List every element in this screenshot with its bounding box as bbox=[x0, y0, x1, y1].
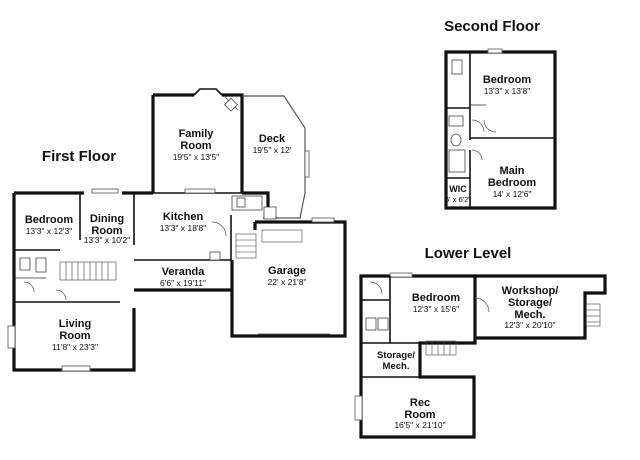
kitchen-door-swing bbox=[211, 221, 227, 237]
bath-door-swing bbox=[23, 281, 35, 293]
lower-shower bbox=[377, 317, 389, 331]
second-door-swing-1 bbox=[471, 119, 485, 133]
rec-room-label-line1: Rec bbox=[410, 397, 430, 409]
kitchen-window bbox=[184, 188, 216, 194]
garage-dimensions: 22' x 21'8" bbox=[268, 277, 307, 287]
veranda-dimensions: 6'6" x 19'11" bbox=[160, 278, 206, 288]
deck-dimensions: 19'5" x 12' bbox=[253, 145, 292, 155]
living-room-label-line2: Room bbox=[59, 330, 90, 342]
living-room-dimensions: 11'8" x 23'3" bbox=[52, 342, 98, 352]
storage-label-line2: Mech. bbox=[383, 361, 410, 372]
family-fireplace-box bbox=[224, 97, 238, 112]
first-bedroom-label: Bedroom bbox=[25, 214, 74, 226]
first-floor-plan bbox=[7, 88, 347, 372]
rec-fireplace bbox=[354, 395, 363, 421]
kitchen-fridge bbox=[263, 206, 277, 220]
deck-window bbox=[304, 150, 310, 178]
sink-fixture bbox=[35, 257, 47, 273]
lower-level-plan bbox=[354, 272, 607, 439]
second-floor-outer-walls bbox=[444, 50, 557, 210]
wic-label: WIC bbox=[449, 184, 467, 194]
family-room-label-line2: Room bbox=[180, 140, 211, 152]
kitchen-label: Kitchen bbox=[163, 211, 204, 223]
second-bedroom-label: Bedroom bbox=[483, 74, 532, 86]
closet-door-swing bbox=[55, 289, 67, 301]
second-toilet bbox=[450, 133, 462, 147]
workshop-label-line2: Storage/ bbox=[508, 297, 552, 309]
second-door-swing-2 bbox=[483, 119, 497, 133]
first-bedroom-dimensions: 13'3" x 12'3" bbox=[26, 226, 73, 236]
rec-room-dimensions: 16'5" x 21'10" bbox=[394, 420, 445, 430]
second-bedroom-dimensions: 13'3" x 13'8" bbox=[484, 86, 531, 96]
second-tub bbox=[448, 149, 466, 173]
living-room-label-line1: Living bbox=[59, 318, 91, 330]
lower-toilet bbox=[365, 317, 377, 331]
first-floor-title: First Floor bbox=[42, 148, 116, 165]
kitchen-range bbox=[209, 251, 221, 261]
storage-label-line1: Storage/ bbox=[377, 350, 415, 361]
wic-dimensions: 6' x 6'2" bbox=[445, 195, 471, 204]
second-closet bbox=[451, 59, 463, 75]
lower-stairs bbox=[425, 340, 457, 356]
kitchen-sink bbox=[236, 197, 246, 208]
first-floor-stairs bbox=[59, 261, 117, 281]
family-room-walls bbox=[151, 93, 244, 193]
second-floor-plan bbox=[444, 48, 557, 210]
lower-bedroom-dimensions: 12'3" x 15'6" bbox=[413, 304, 460, 314]
toilet-fixture bbox=[19, 257, 31, 271]
second-floor-title: Second Floor bbox=[444, 18, 540, 35]
garage-entry-steps bbox=[261, 229, 303, 243]
lower-bedroom-label: Bedroom bbox=[412, 292, 461, 304]
garage-stairs bbox=[235, 233, 257, 259]
second-top-window bbox=[487, 48, 503, 54]
garage-window bbox=[311, 217, 335, 223]
lower-level-title: Lower Level bbox=[425, 245, 512, 262]
workshop-walls bbox=[475, 274, 607, 340]
dining-window bbox=[91, 188, 119, 194]
veranda-label: Veranda bbox=[162, 266, 206, 278]
deck-label: Deck bbox=[259, 133, 286, 145]
lower-left-walls bbox=[359, 274, 477, 439]
living-window-bottom bbox=[61, 365, 91, 372]
main-bedroom-label-line2: Bedroom bbox=[488, 177, 537, 189]
lower-window-1 bbox=[389, 272, 413, 278]
workshop-steps bbox=[585, 303, 601, 327]
main-bedroom-dimensions: 14' x 12'6" bbox=[493, 189, 532, 199]
first-floor-outer-walls bbox=[12, 191, 270, 372]
second-vanity bbox=[448, 115, 464, 127]
garage-label: Garage bbox=[268, 265, 306, 277]
workshop-dimensions: 12'3" x 20'10" bbox=[504, 320, 555, 330]
rec-room-label-line2: Room bbox=[404, 409, 435, 421]
family-room-dimensions: 19'5" x 13'5" bbox=[173, 152, 220, 162]
second-door-swing-3 bbox=[471, 149, 483, 161]
lower-door-swing-1 bbox=[369, 281, 383, 295]
workshop-label-line1: Workshop/ bbox=[502, 285, 559, 297]
family-room-label-line1: Family bbox=[179, 128, 215, 140]
dining-room-label-line1: Dining bbox=[90, 213, 124, 225]
dining-room-dimensions: 13'3" x 10'2" bbox=[84, 235, 131, 245]
kitchen-counter bbox=[231, 195, 263, 211]
lower-door-swing-2 bbox=[474, 297, 490, 313]
family-bay-window bbox=[193, 88, 223, 96]
kitchen-dimensions: 13'3" x 18'8" bbox=[160, 223, 207, 233]
dining-room-label-line2: Room bbox=[91, 225, 122, 237]
workshop-label-line3: Mech. bbox=[514, 309, 545, 321]
main-bedroom-label-line1: Main bbox=[499, 165, 524, 177]
living-bay-left bbox=[7, 325, 16, 349]
